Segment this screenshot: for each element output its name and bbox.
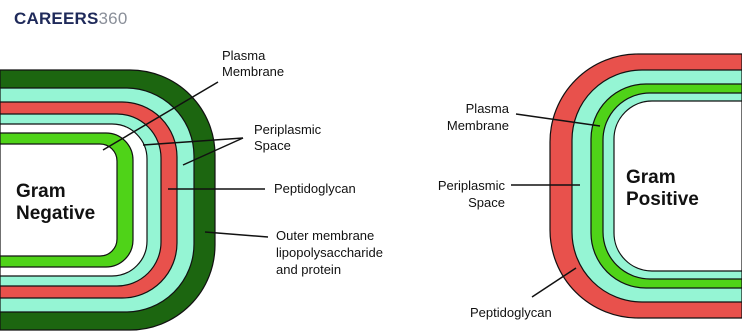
gram-negative-title-line2: Negative [16,203,95,224]
gn-label-periplasmic-2: Space [254,138,291,153]
gp-label-periplasmic-1: Periplasmic [438,178,506,193]
gram-negative-title-line1: Gram [16,181,66,202]
gram-positive-title-line2: Positive [626,189,699,210]
gn-label-outer-2: lipopolysaccharide [276,245,383,260]
gp-label-plasma-1: Plasma [466,101,510,116]
gn-label-outer-1: Outer membrane [276,228,374,243]
gp-label-peptidoglycan: Peptidoglycan [470,305,552,320]
gn-label-outer-3: and protein [276,262,341,277]
gn-label-periplasmic-1: Periplasmic [254,122,322,137]
gn-label-plasma-2: Membrane [222,64,284,79]
gn-label-peptidoglycan: Peptidoglycan [274,181,356,196]
gp-label-plasma-2: Membrane [447,118,509,133]
gp-label-periplasmic-2: Space [468,195,505,210]
gram-positive-title-line1: Gram [626,167,676,188]
gn-label-plasma-1: Plasma [222,48,266,63]
